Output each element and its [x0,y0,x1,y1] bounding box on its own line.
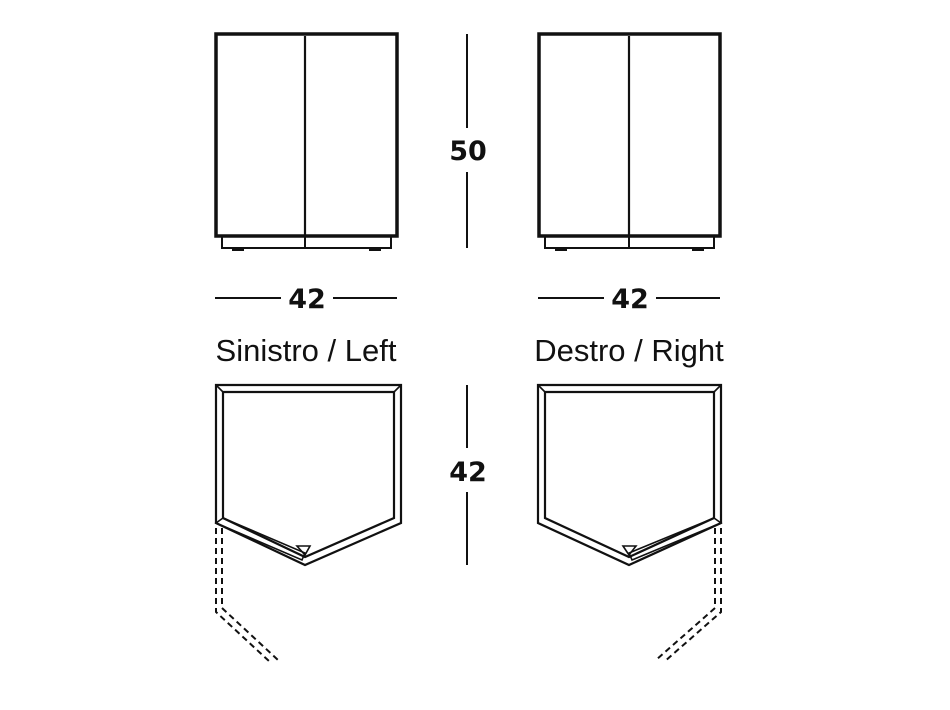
plan-corner-left-a [215,384,224,393]
plan-corner-left-b [393,384,402,393]
width-dimension-value-right: 42 [611,284,649,315]
plan-view-left [214,383,403,663]
plan-corner-right-b [713,384,722,393]
plan-outline-inner-left [221,390,396,559]
plan-corner-right-a [537,384,546,393]
variant-label-left: Sinistro / Left [216,333,397,368]
variant-label-right: Destro / Right [534,333,724,368]
plan-outline-outer-right [536,383,723,567]
width-dimension-left: 42 [215,284,397,315]
hinge-marker-left [295,545,312,557]
door-swing-left-b [221,528,279,661]
plan-outline-outer-left [214,383,403,567]
front-view-left [214,32,399,251]
height-dimension: 50 [449,34,487,248]
depth-dimension: 42 [449,385,487,565]
door-swing-right-a [663,528,722,663]
depth-dimension-value: 42 [449,457,487,488]
plan-outline-inner-right [543,390,716,559]
plan-view-right [536,383,723,663]
door-leaf-right [627,517,723,562]
width-dimension-value-left: 42 [288,284,326,315]
front-view-right [537,32,722,251]
width-dimension-right: 42 [538,284,720,315]
cabinet-body-left [214,32,399,238]
door-swing-left-a [215,528,271,663]
door-swing-right-b [655,528,716,661]
hinge-marker-right [621,545,638,557]
cabinet-plinth-left [221,235,392,249]
height-dimension-value: 50 [449,136,487,167]
door-leaf-left [214,517,307,562]
